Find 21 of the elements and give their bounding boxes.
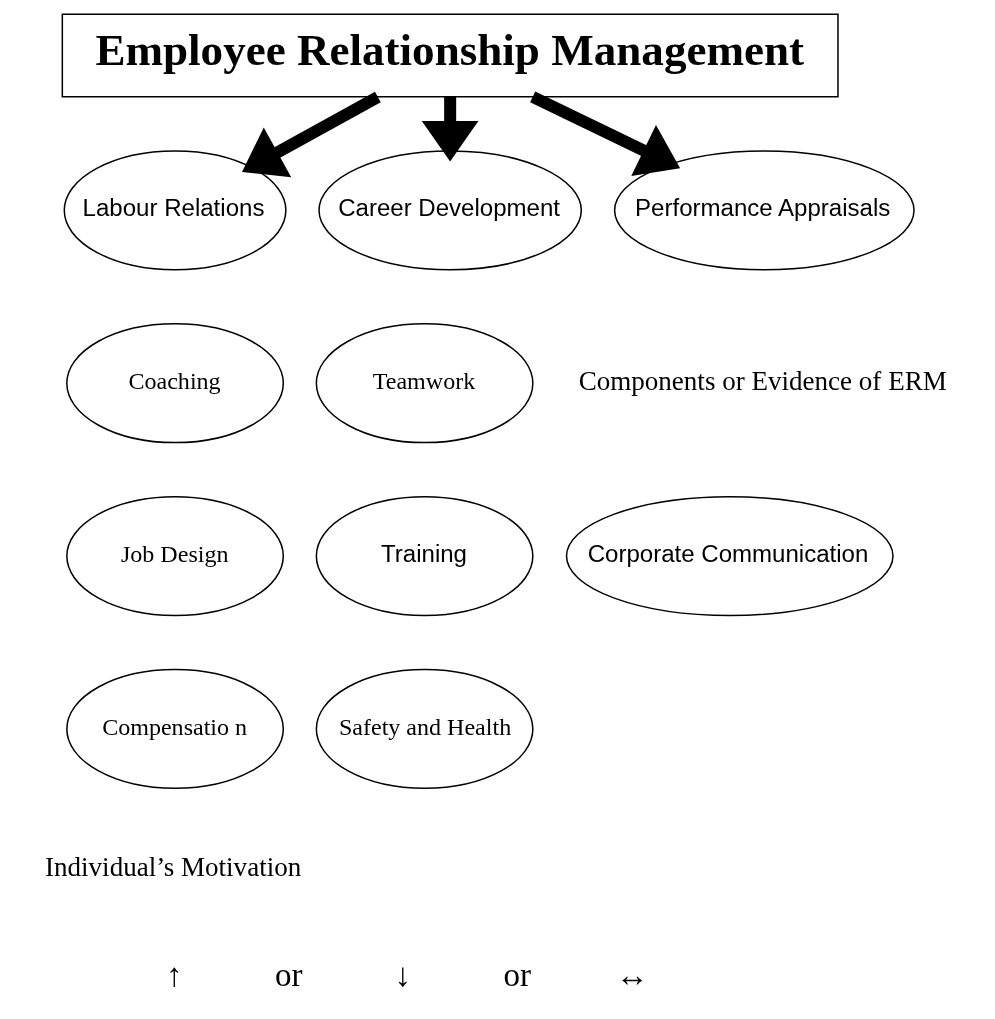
label: ↔ (615, 957, 649, 994)
node-box: Employee Relationship Management (61, 13, 839, 98)
node-ellipse: Teamwork (315, 323, 534, 444)
label: Components or Evidence of ERM (578, 365, 947, 396)
node-ellipse: Career Development (318, 150, 582, 271)
node-ellipse: Performance Appraisals (613, 150, 915, 271)
node-ellipse: Safety and Health (315, 668, 534, 790)
node-ellipse: Training (315, 495, 534, 617)
label: Individual’s Motivation (45, 852, 302, 883)
arrow (242, 91, 381, 178)
arrow (530, 91, 681, 177)
node-ellipse: Labour Relations (63, 150, 287, 271)
node-ellipse: Job Design (66, 495, 285, 617)
label: ↓ (394, 957, 412, 994)
node-ellipse: Corporate Communication (565, 495, 894, 617)
node-ellipse: Compensatio n (66, 668, 285, 790)
label: or (275, 957, 303, 994)
arrow (421, 96, 479, 162)
node-ellipse: Coaching (66, 323, 285, 444)
label: ↑ (166, 957, 183, 994)
label: or (503, 957, 532, 994)
